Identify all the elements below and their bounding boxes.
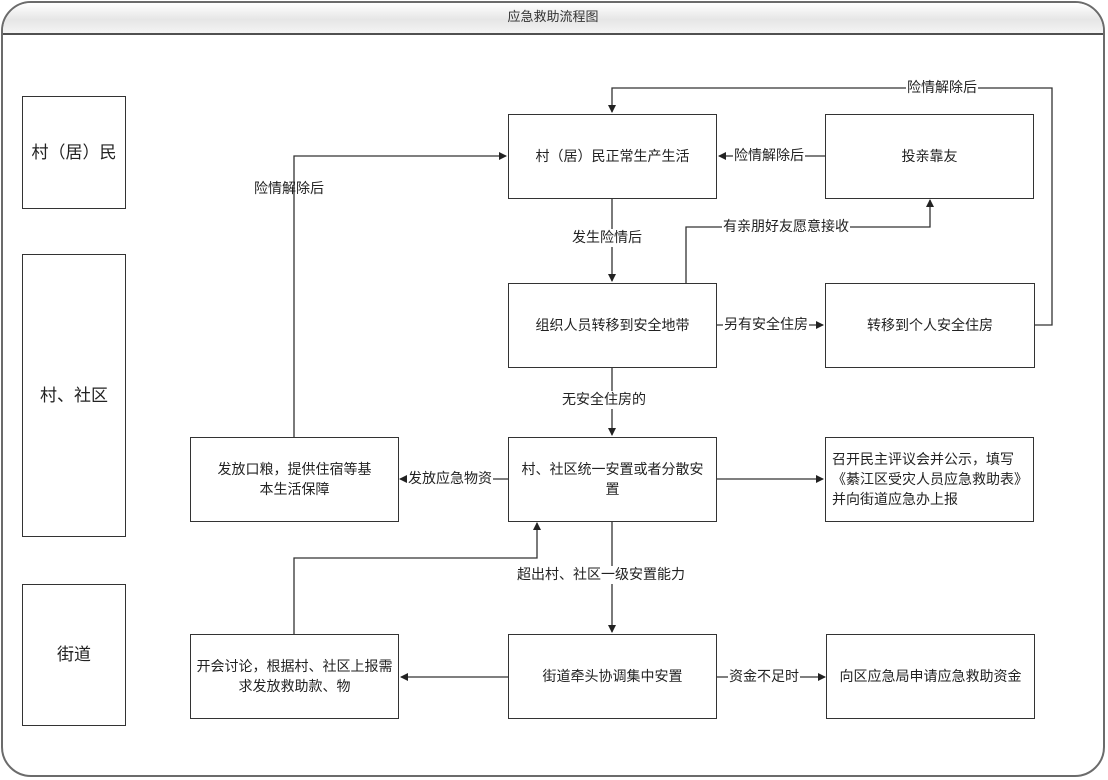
edge-label-has-housing: 另有安全住房 xyxy=(723,316,809,334)
edge-label-danger-cleared-left: 险情解除后 xyxy=(254,181,324,197)
node-report: 召开民主评议会并公示，填写《綦江区受灾人员应急救助表》并向街道应急办上报 xyxy=(825,437,1034,522)
edge-evacuate-to-relatives xyxy=(685,199,934,283)
node-rations: 发放口粮，提供住宿等基本生活保障 xyxy=(190,437,399,522)
edge-label-danger-occurs: 发生险情后 xyxy=(571,229,643,247)
lane-street: 街道 xyxy=(22,584,126,726)
edge-label-danger-cleared-relatives: 险情解除后 xyxy=(733,147,805,165)
edge-label-exceeds-capacity: 超出村、社区一级安置能力 xyxy=(516,566,686,584)
edge-label-distribute-supplies: 发放应急物资 xyxy=(407,470,493,488)
window-title: 应急救助流程图 xyxy=(3,3,1103,35)
edge-label-insufficient-funds: 资金不足时 xyxy=(728,668,800,686)
edge-meeting-to-community xyxy=(293,522,541,634)
node-community-settle: 村、社区统一安置或者分散安置 xyxy=(508,437,717,522)
node-apply-funds: 向区应急局申请应急救助资金 xyxy=(826,634,1035,719)
node-relatives: 投亲靠友 xyxy=(825,114,1034,199)
node-meeting: 开会讨论，根据村、社区上报需求发放救助款、物 xyxy=(190,634,399,719)
edge-own-housing-to-normal xyxy=(608,87,1053,326)
lane-community: 村、社区 xyxy=(22,254,126,537)
edge-rations-to-normal xyxy=(293,152,507,437)
edge-label-relatives-willing: 有亲朋好友愿意接收 xyxy=(722,218,850,236)
node-own-housing: 转移到个人安全住房 xyxy=(825,283,1035,368)
edge-label-no-housing: 无安全住房的 xyxy=(561,391,647,409)
node-street-settle: 街道牵头协调集中安置 xyxy=(508,634,717,719)
node-normal-life: 村（居）民正常生产生活 xyxy=(508,114,717,199)
lane-resident: 村（居）民 xyxy=(22,96,126,209)
edge-label-danger-cleared-top: 险情解除后 xyxy=(906,79,978,97)
node-evacuate: 组织人员转移到安全地带 xyxy=(508,283,717,368)
